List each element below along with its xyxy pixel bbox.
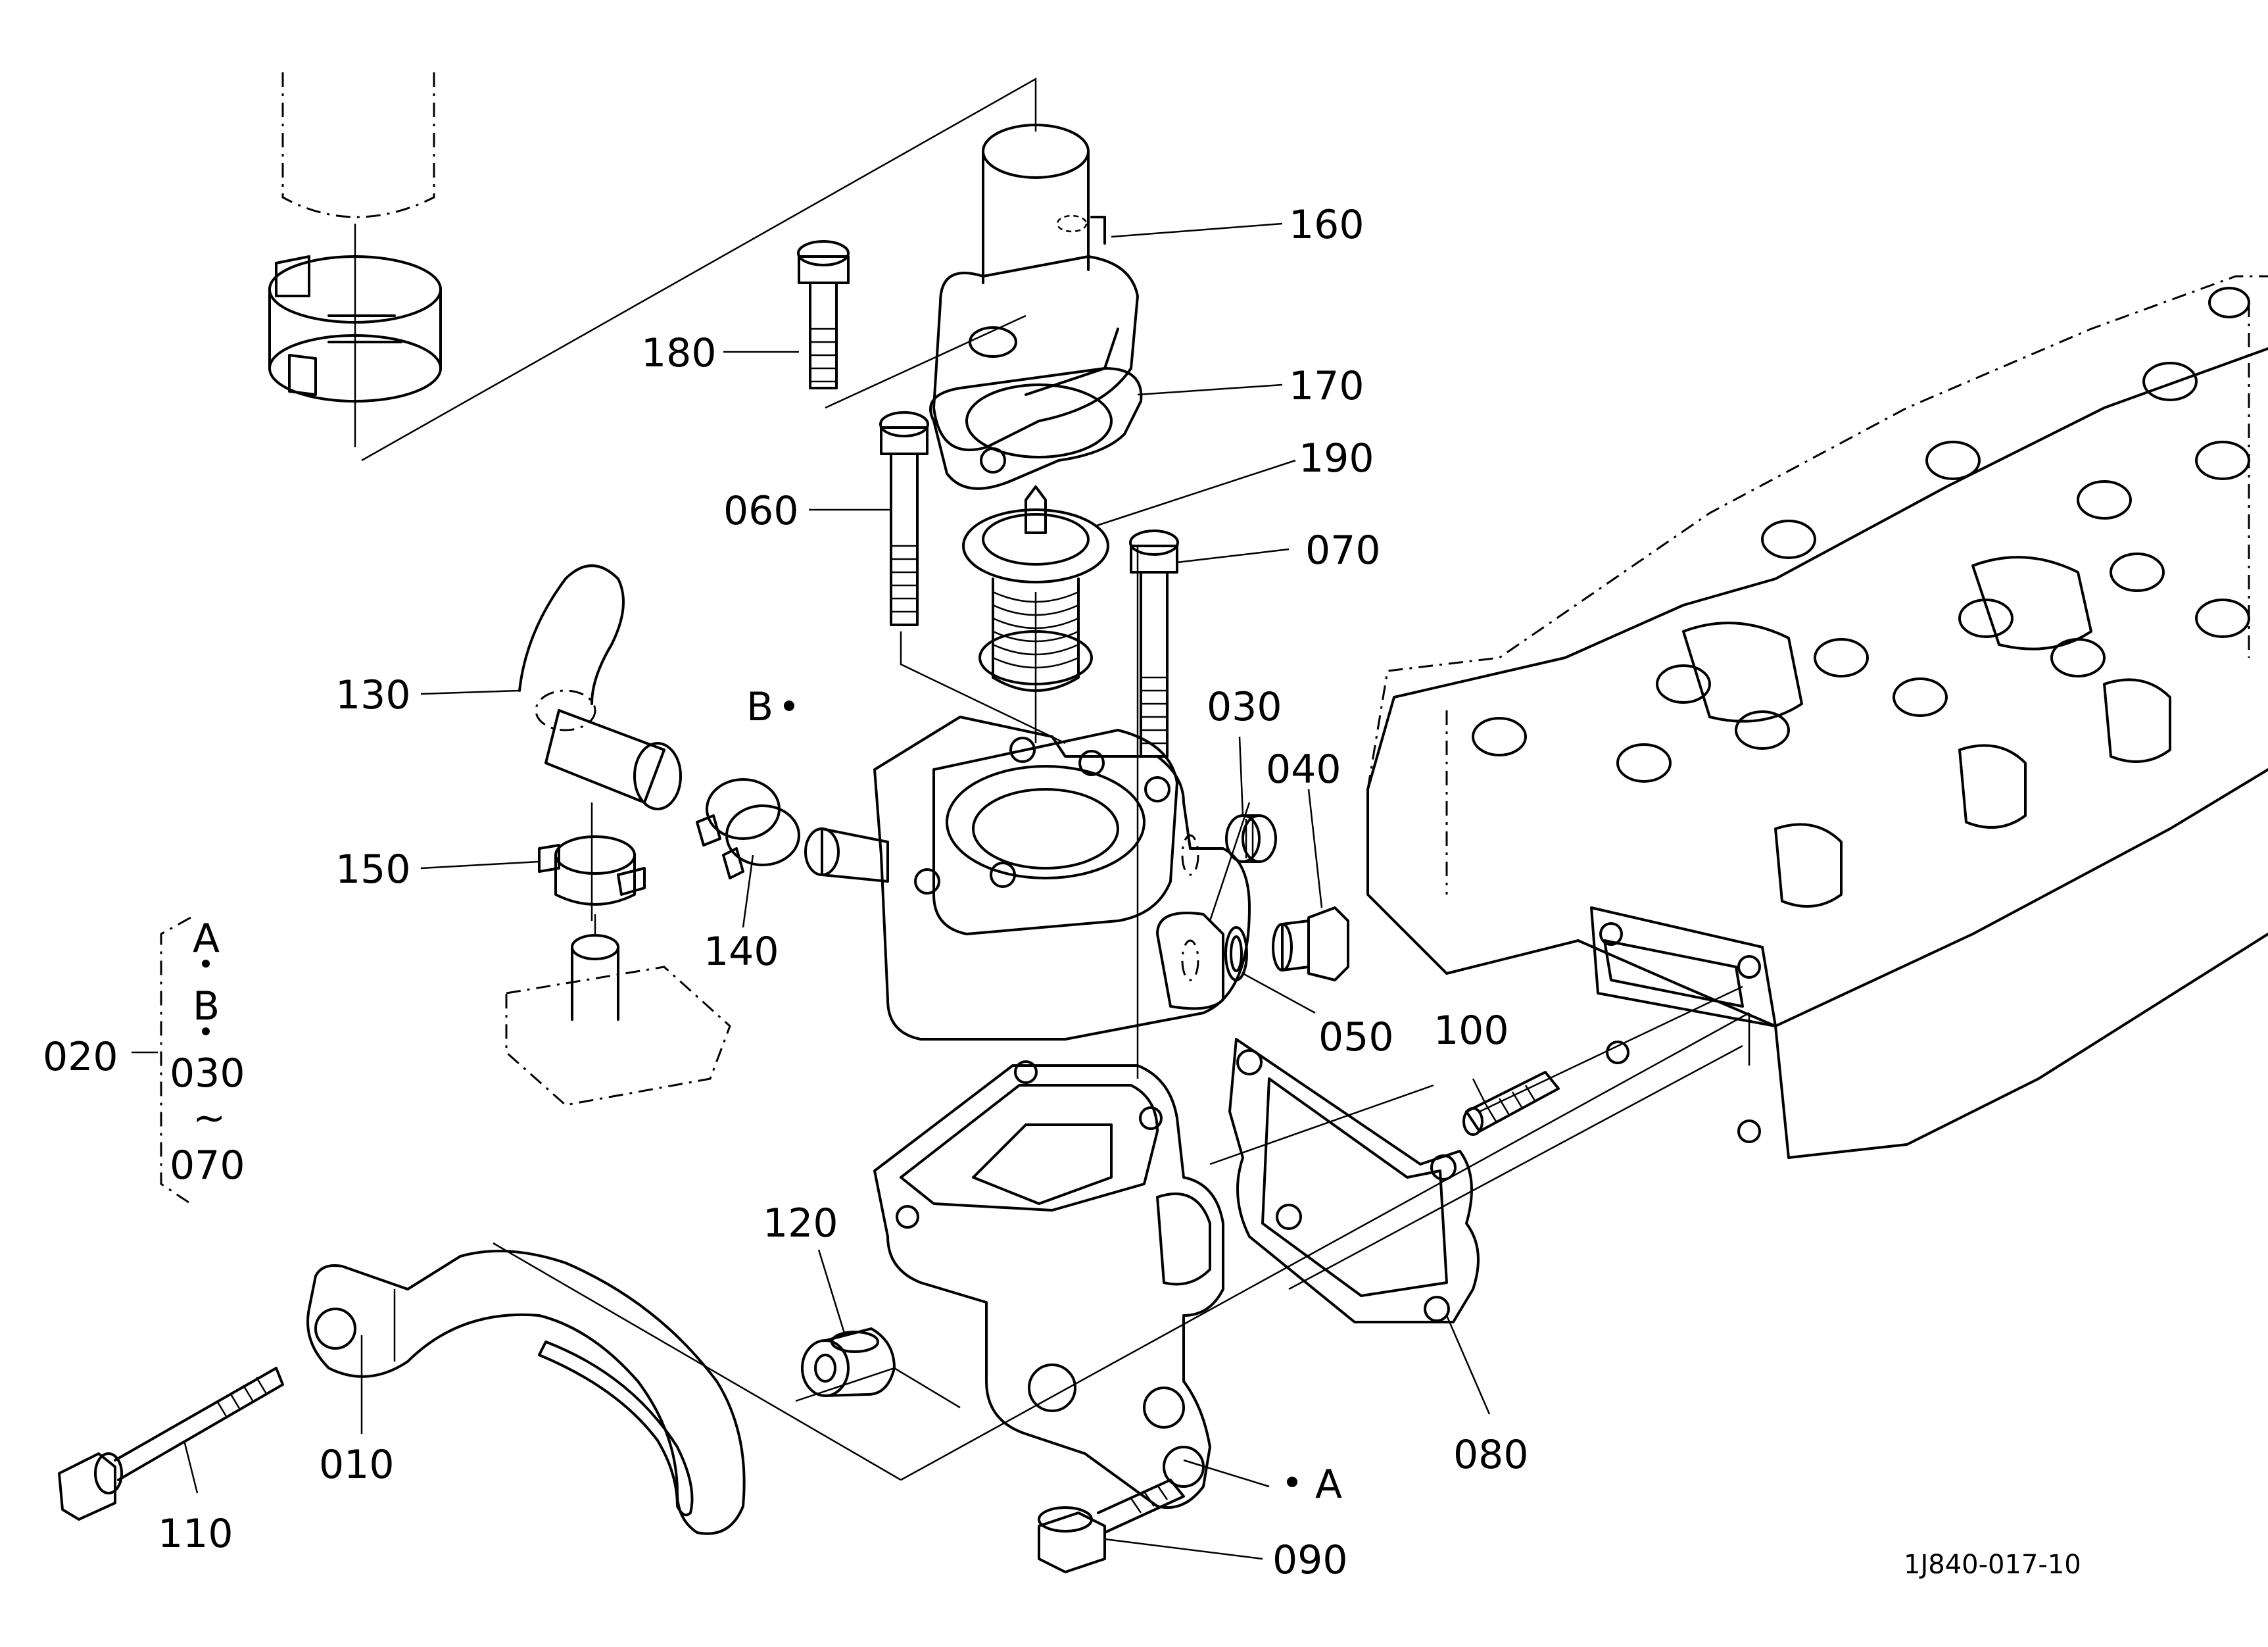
thermostat (962, 485, 1109, 692)
plug-040 (1272, 906, 1349, 981)
part-label-080: 080 (1453, 1432, 1529, 1478)
group-item-a: A (193, 916, 220, 962)
part-label-180: 180 (641, 330, 717, 376)
hose-clip-140 (696, 778, 800, 879)
part-label-060: 060 (723, 488, 799, 534)
radiator-hose-phantom (281, 72, 435, 447)
part-label-030: 030 (1207, 684, 1282, 730)
part-label-a: A (1315, 1462, 1342, 1508)
ref-dot-b (784, 701, 794, 711)
group-dot-1 (202, 960, 210, 968)
water-outlet-flange (932, 124, 1139, 451)
part-label-110: 110 (158, 1511, 233, 1557)
part-label-b: B (746, 684, 773, 730)
alternator-stay (306, 1250, 746, 1535)
ref-dot-a (1287, 1477, 1297, 1487)
assembly-guide-lines (361, 77, 1750, 1481)
part-label-090: 090 (1272, 1537, 1348, 1583)
part-label-020: 020 (43, 1034, 118, 1080)
group-item-070: 070 (170, 1143, 245, 1189)
part-label-120: 120 (763, 1200, 838, 1246)
group-bracket-020 (160, 916, 191, 1205)
part-label-140: 140 (704, 929, 779, 975)
part-label-190: 190 (1299, 435, 1374, 481)
part-label-040: 040 (1266, 747, 1341, 793)
bolt-110 (58, 1367, 284, 1521)
stud-100 (1462, 1071, 1560, 1136)
part-label-070: 070 (1305, 528, 1381, 574)
part-label-050: 050 (1318, 1014, 1394, 1060)
part-label-150: 150 (335, 847, 411, 893)
pump-gasket (1228, 1038, 1480, 1323)
water-pump-body (873, 1060, 1224, 1509)
group-item-b: B (193, 983, 220, 1029)
outlet-gasket (929, 367, 1143, 490)
thermostat-housing (804, 716, 1251, 1041)
bolt-180 (797, 240, 850, 389)
hose-clamp-top (268, 255, 442, 403)
group-dot-2 (202, 1027, 210, 1035)
bypass-hose (518, 564, 682, 810)
cylinder-head (1366, 275, 2268, 1159)
bolt-090 (1038, 1479, 1185, 1573)
collar-120 (801, 1327, 896, 1397)
hose-clip-150 (538, 835, 646, 934)
washer-050 (1224, 926, 1248, 981)
group-item-030: 030 (170, 1050, 245, 1096)
leader-lines (132, 222, 1491, 1560)
figure-code: 1J840-017-10 (1904, 1550, 2081, 1580)
part-label-160: 160 (1289, 202, 1364, 248)
group-item-tilde: ~ (193, 1095, 226, 1141)
bolt-060 (879, 411, 929, 626)
part-label-100: 100 (1434, 1008, 1509, 1054)
bypass-pipe-base (505, 934, 731, 1106)
part-label-130: 130 (335, 672, 411, 718)
part-label-170: 170 (1289, 363, 1364, 409)
part-label-010: 010 (319, 1442, 395, 1488)
